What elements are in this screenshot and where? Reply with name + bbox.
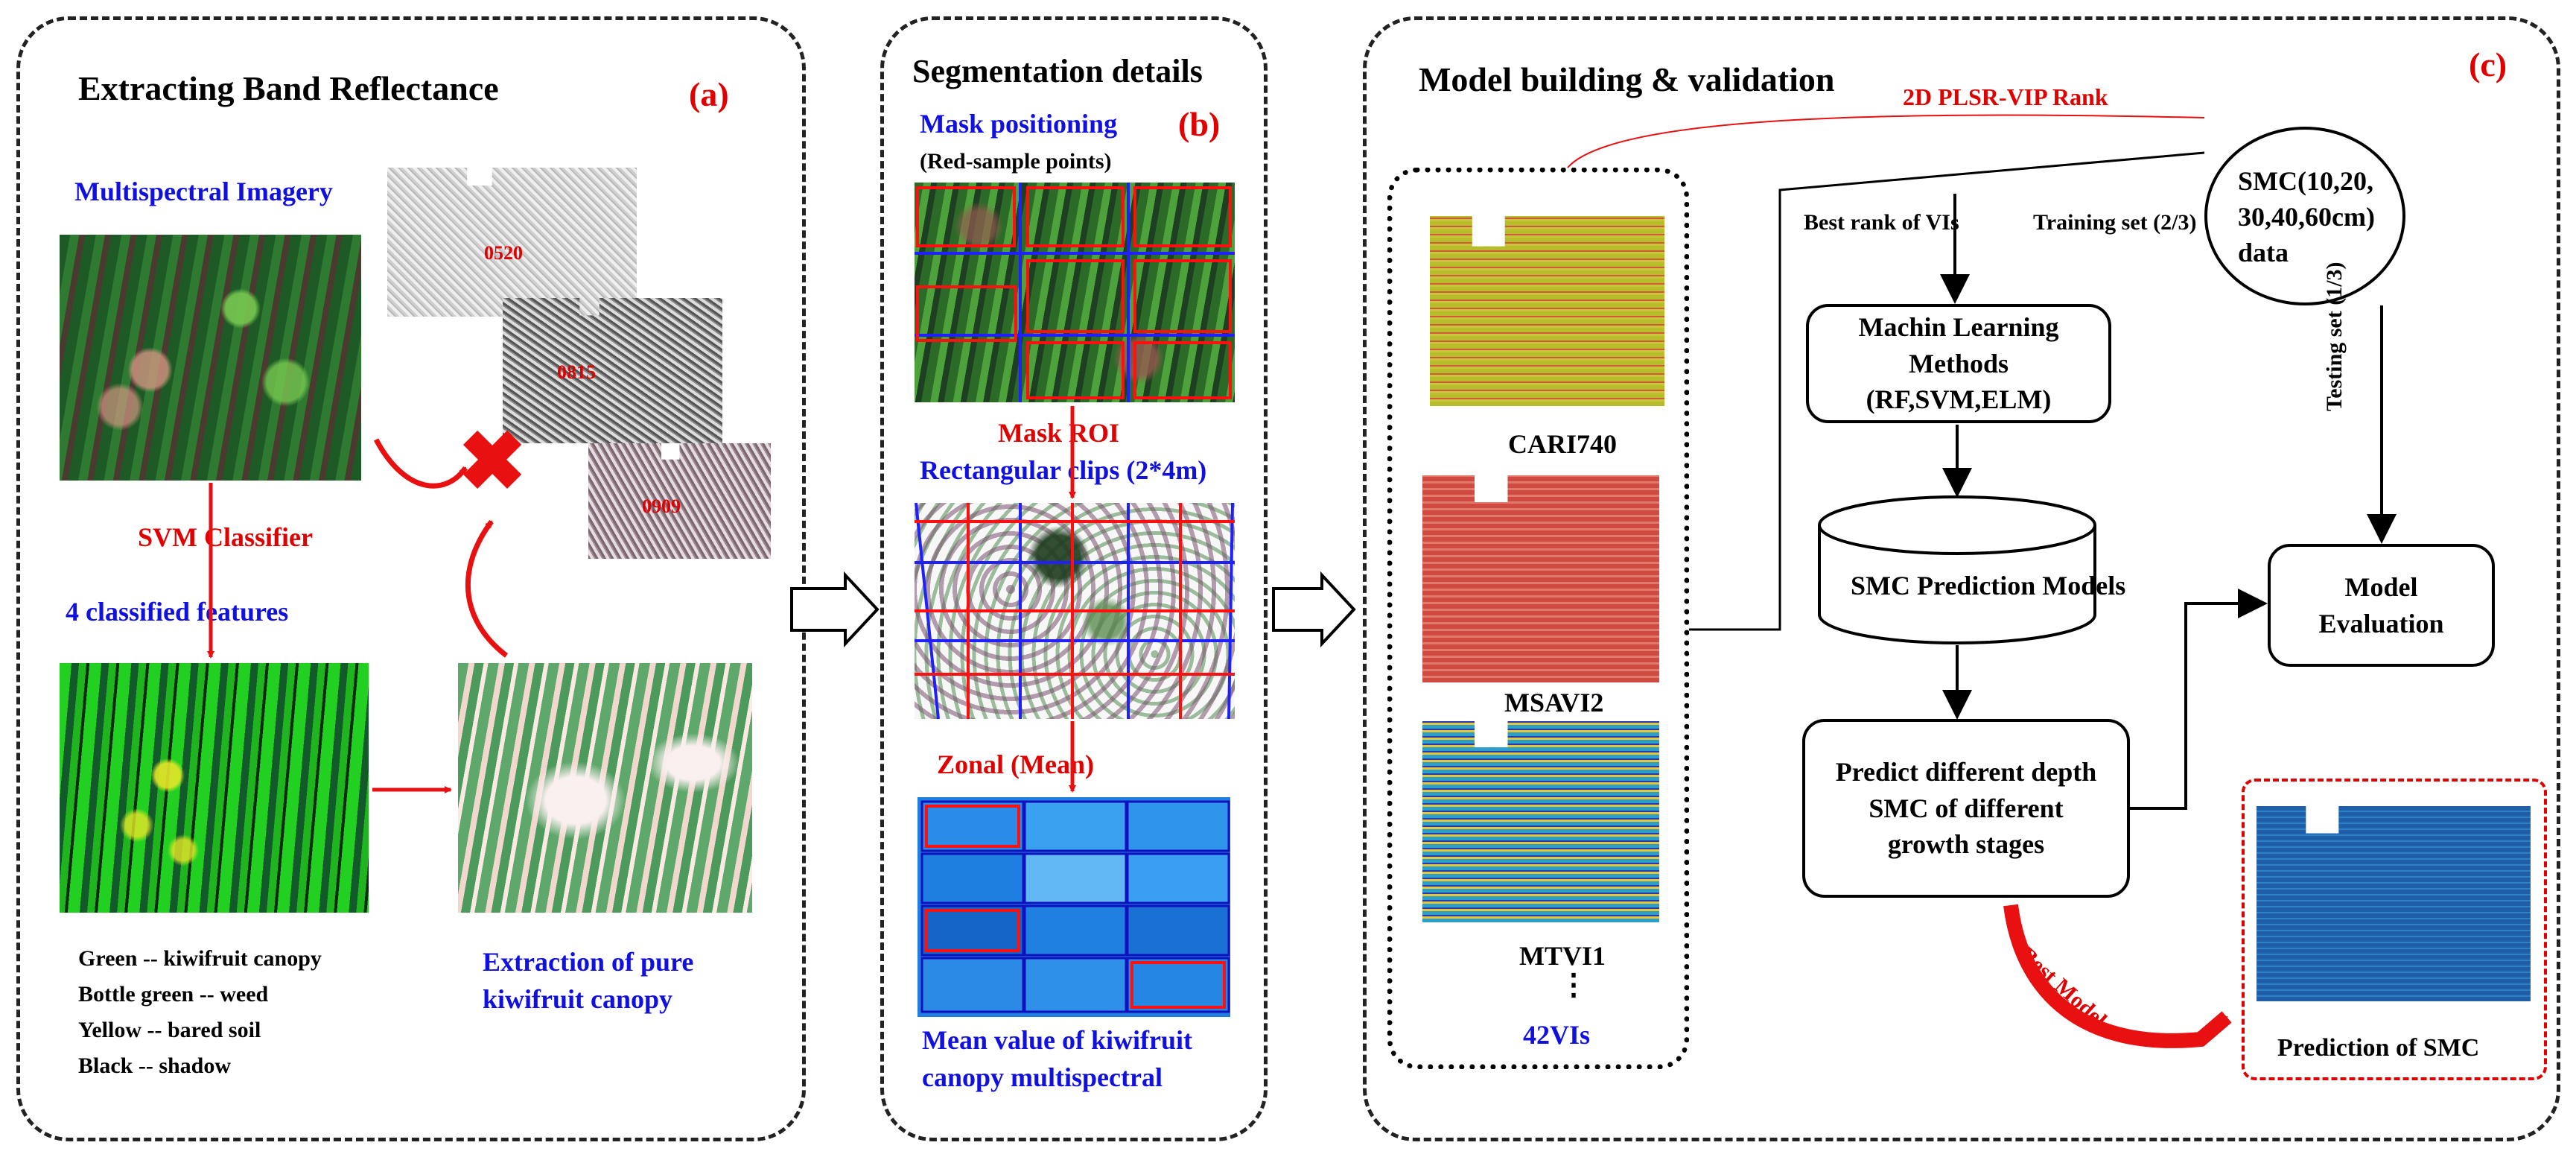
date-image-0909 [588,443,771,559]
zonal-mean-label: Zonal (Mean) [937,749,1094,779]
ml-methods-label-1: Machin Learning Methods [1858,312,2059,378]
rect-clips-label: Rectangular clips (2*4m) [920,455,1207,485]
sample-points-label: (Red-sample points) [920,149,1112,174]
vi-label-cari740: CARI740 [1508,429,1618,459]
prediction-smc-frame [2242,779,2547,1080]
ml-methods-label-2: (RF,SVM,ELM) [1866,384,2052,415]
panel-a-title: Extracting Band Reflectance [78,69,499,107]
legend-item-3: Yellow -- bared soil [78,1018,261,1042]
plsr-line [1567,114,2205,168]
panel-c [1363,16,2560,1141]
extraction-label-1: Extraction of pure [483,947,694,977]
arrow-b-to-c [1272,571,1356,648]
model-eval-label-1: Model [2344,571,2418,602]
multispectral-label: Multispectral Imagery [74,177,333,206]
date-image-0520 [387,168,637,317]
mask-roi-label: Mask ROI [998,418,1120,448]
vi-count-label: 42VIs [1523,1020,1591,1050]
smc-data-label-3: data [2238,238,2289,267]
vi-image-cari740 [1430,216,1664,406]
panel-b [880,16,1268,1141]
panel-a [16,16,806,1141]
smc-data-ellipse [2204,127,2405,305]
smc-data-label-1: SMC(10,20, [2238,166,2373,196]
svm-classifier-label: SVM Classifier [138,522,313,552]
date-label-0815: 0815 [557,361,596,383]
panel-b-label: (b) [1178,105,1221,143]
panel-c-title: Model building & validation [1419,60,1835,98]
arrow-a-to-b [790,571,880,648]
prediction-smc-label: Prediction of SMC [2277,1034,2480,1062]
panel-b-title: Segmentation details [912,53,1203,89]
prediction-models-label: SMC Prediction Models [1851,571,2126,600]
predict-label-1: Predict different depth [1835,757,2097,787]
vi-label-msavi2: MSAVI2 [1504,688,1604,717]
mean-value-label-1: Mean value of kiwifruit [922,1025,1192,1055]
predict-to-eval-arrow [2130,589,2268,810]
predict-label-3: growth stages [1887,829,2045,860]
plsr-label: 2D PLSR-VIP Rank [1903,83,2108,110]
predict-label-2: SMC of different [1869,793,2064,823]
vi-ellipsis: ⋮ [1559,968,1588,1001]
vi-to-ml-line [1689,151,2205,631]
ml-methods-box: Machin Learning Methods (RF,SVM,ELM) [1806,304,2111,423]
best-model-arrow [2003,904,2232,1048]
extraction-image [458,663,752,913]
model-eval-label-2: Evaluation [2318,608,2444,638]
mean-value-label-2: canopy multispectral [922,1062,1163,1092]
classified-features-label: 4 classified features [66,597,289,627]
best-rank-label: Best rank of VIs [1804,210,1959,235]
smc-data-label-2: 30,40,60cm) [2238,202,2375,232]
cross-icon: ✖ [458,416,527,507]
classified-image [60,663,369,913]
vi-image-msavi2 [1422,475,1659,682]
legend-item-4: Black -- shadow [78,1053,232,1078]
date-label-0909: 0909 [642,495,681,517]
legend-item-2: Bottle green -- weed [78,982,269,1007]
vi-container [1387,168,1689,1069]
date-label-0520: 0520 [484,242,523,264]
date-image-0815 [503,298,722,443]
multispectral-image [60,235,361,481]
extraction-label-2: kiwifruit canopy [483,984,673,1014]
curve-arrow-top [373,438,468,489]
vi-image-mtvi1 [1422,721,1659,922]
vi-label-mtvi1: MTVI1 [1519,941,1606,971]
training-set-label: Training set (2/3) [2033,210,2197,235]
mask-positioning-image [915,183,1235,402]
curve-arrow-bottom [465,519,509,658]
legend-item-1: Green -- kiwifruit canopy [78,946,322,971]
panel-a-label: (a) [689,75,729,113]
mask-positioning-label: Mask positioning [920,109,1118,139]
panel-c-label: (c) [2469,45,2507,83]
prediction-smc-image [2257,806,2531,1001]
